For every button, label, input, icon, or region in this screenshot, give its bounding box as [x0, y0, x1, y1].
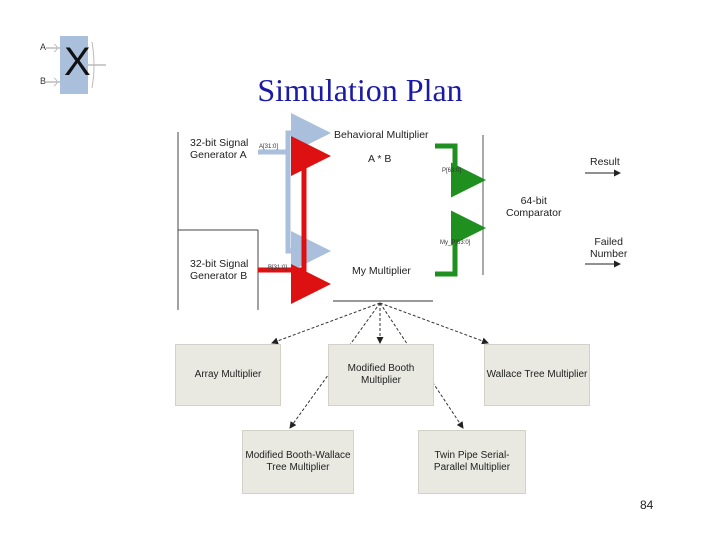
red-signal-to-behavioral	[258, 136, 331, 273]
bus-label-a: A[31:0]	[259, 144, 279, 150]
array-multiplier-box: Array Multiplier	[175, 344, 281, 406]
comparator-line-2: Comparator	[506, 207, 562, 219]
wallace-tree-box: Wallace Tree Multiplier	[484, 344, 590, 406]
booth-wallace-box: Modified Booth-Wallace Tree Multiplier	[242, 430, 354, 494]
twin-pipe-box: Twin Pipe Serial-Parallel Multiplier	[418, 430, 526, 494]
logo-input-b: B	[40, 76, 47, 86]
generator-a-line-2: Generator A	[190, 149, 247, 161]
logo-input-a: A	[40, 42, 47, 52]
link-array-multiplier	[271, 302, 381, 345]
comparator-line-1: 64-bit	[520, 195, 547, 207]
green-bus-my-p	[435, 210, 486, 277]
green-bus-p	[435, 143, 486, 198]
blue-signal-to-my-multiplier	[285, 152, 331, 271]
failed-line-1: Failed	[594, 236, 623, 248]
generator-b-line-2: Generator B	[190, 270, 248, 282]
comparator-label: 64-bit Comparator	[506, 195, 561, 219]
blue-signal-to-behavioral	[258, 113, 331, 155]
bus-label-my-p: My_P[63:0]	[440, 240, 471, 246]
failed-number-label: Failed Number	[590, 236, 627, 260]
page-number: 84	[640, 498, 654, 512]
generator-b-line-1: 32-bit Signal	[190, 258, 249, 270]
logo-letter: X	[64, 40, 91, 84]
my-multiplier-label: My Multiplier	[352, 265, 411, 277]
xor-gate-icon	[46, 36, 106, 94]
bus-label-b: B[31:0]	[268, 265, 288, 271]
failed-line-2: Number	[590, 248, 628, 260]
generator-a-line-1: 32-bit Signal	[190, 137, 249, 149]
logo: A B X	[36, 30, 116, 100]
red-signal-to-my-multiplier	[291, 264, 331, 304]
slide-title: Simulation Plan	[257, 72, 463, 108]
a-times-b-label: A * B	[368, 153, 392, 165]
result-label: Result	[590, 156, 620, 168]
generator-a-label: 32-bit Signal Generator A	[190, 137, 248, 161]
modified-booth-box: Modified Booth Multiplier	[328, 344, 434, 406]
generator-b-label: 32-bit Signal Generator B	[190, 258, 248, 282]
bus-label-p: P[63:0]	[442, 168, 462, 174]
link-wallace-tree	[379, 302, 489, 345]
behavioral-multiplier-label: Behavioral Multiplier	[334, 129, 429, 141]
